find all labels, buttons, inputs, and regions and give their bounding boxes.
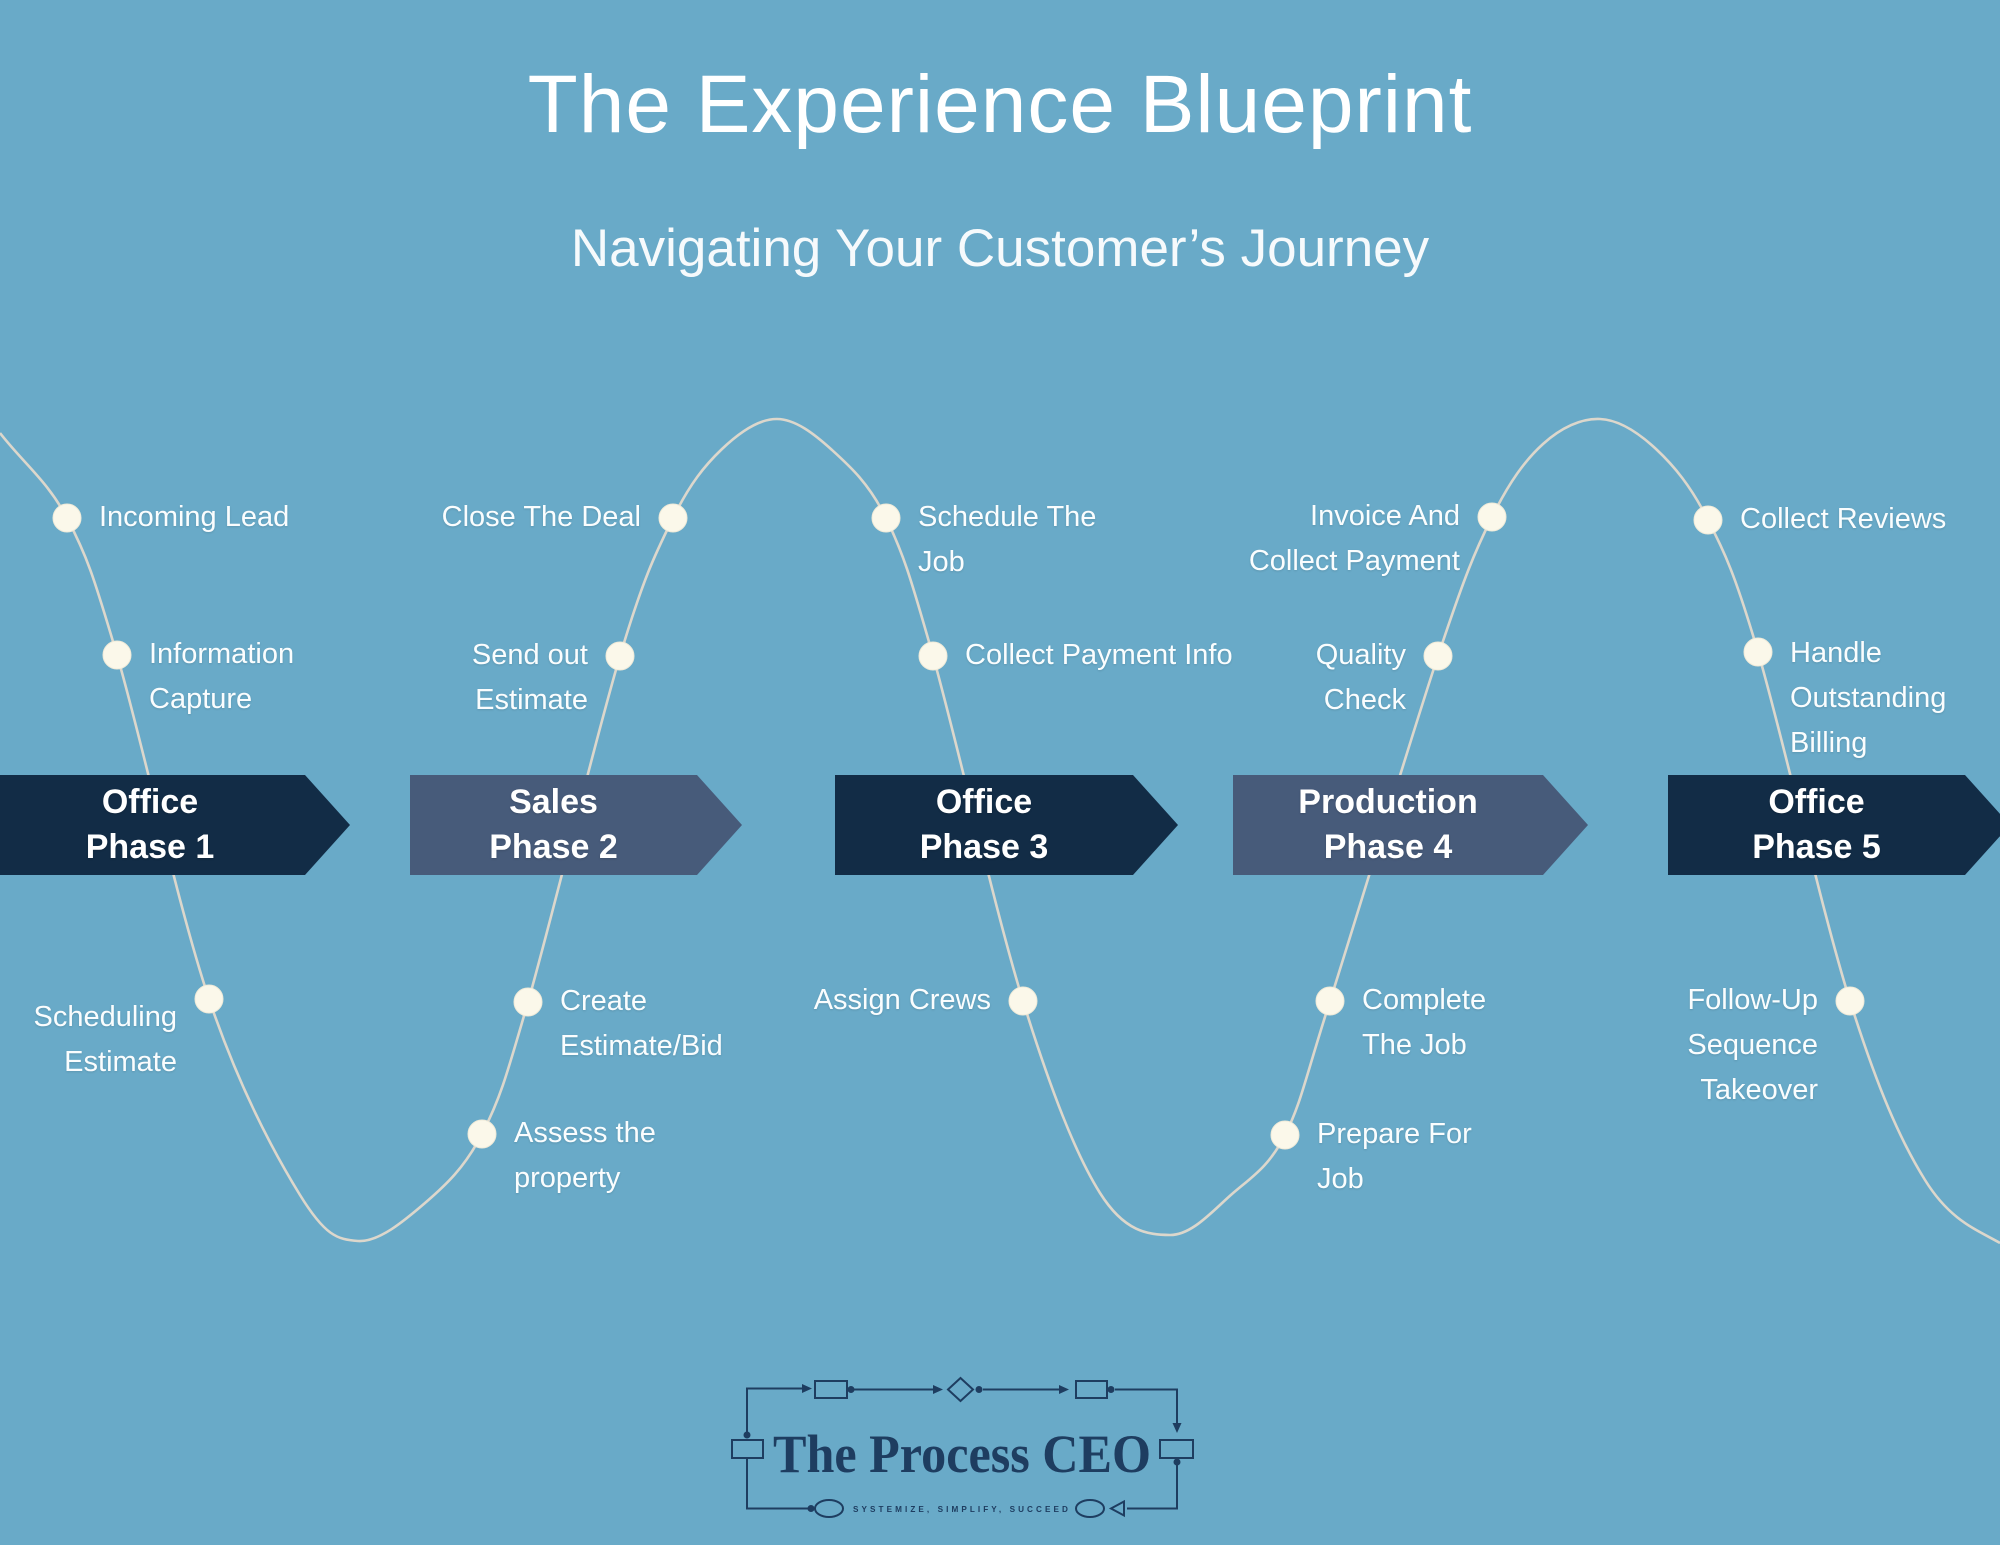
phase-number: Phase 4 [1323,828,1453,866]
step-handle-outstanding-billing: Handle Outstanding Billing [1790,637,1947,759]
journey-dot [1477,502,1507,532]
journey-dot [194,984,224,1014]
journey-dot [871,503,901,533]
journey-dot [1693,505,1723,535]
journey-dot [1835,986,1865,1016]
step-close-the-deal: Close The Deal [441,501,641,533]
logo-tagline: SYSTEMIZE, SIMPLIFY, SUCCEED [853,1504,1071,1514]
logo-wordmark: The Process CEO [773,1424,1151,1484]
journey-dot [605,641,635,671]
phase-number: Phase 3 [919,828,1049,866]
step-collect-reviews: Collect Reviews [1740,503,1947,535]
phase-department: Office [1768,783,1865,821]
journey-dot [1743,637,1773,667]
step-assign-crews: Assign Crews [813,984,991,1016]
step-quality-check: Quality Check [1315,639,1406,716]
step-invoice-and-collect-payment: Invoice And Collect Payment [1248,500,1460,577]
phase-banner-5: Office Phase 5 [1668,775,2000,875]
step-information-capture: Information Capture [149,638,295,715]
page-title: The Experience Blueprint [527,59,1473,150]
phase-department: Office [935,783,1033,821]
phase-number: Phase 1 [85,828,215,866]
journey-dot [1270,1120,1300,1150]
step-prepare-for-job: Prepare For Job [1317,1118,1472,1195]
phase-department: Office [101,783,199,821]
journey-dot [513,987,543,1017]
step-assess-the-property: Assess the property [514,1117,656,1194]
step-scheduling-estimate: Scheduling Estimate [33,1001,178,1078]
step-schedule-the-job: Schedule The Job [918,501,1097,578]
step-collect-payment-info: Collect Payment Info [965,639,1233,671]
phase-banner-3: Office Phase 3 [835,775,1178,875]
logo-flowchart-icon [731,1376,1194,1518]
the-process-ceo-logo: The Process CEO SYSTEMIZE, SIMPLIFY, SUC… [731,1376,1194,1518]
journey-dot [1008,986,1038,1016]
phase-banner-4: Production Phase 4 [1233,775,1588,875]
step-create-estimate-bid: Create Estimate/Bid [560,985,723,1062]
phase-department: Production [1298,783,1478,821]
journey-dot [1315,986,1345,1016]
journey-dot [467,1119,497,1149]
journey-dot [1423,641,1453,671]
journey-dot [918,641,948,671]
journey-dots [52,502,1865,1150]
page-subtitle: Navigating Your Customer’s Journey [570,219,1430,278]
phase-banner-2: Sales Phase 2 [410,775,742,875]
step-complete-the-job: Complete The Job [1362,984,1487,1061]
phase-number: Phase 2 [489,828,618,866]
phase-department: Sales [509,783,598,821]
journey-dot [102,640,132,670]
journey-dot [52,503,82,533]
step-follow-up-sequence-takeover: Follow-Up Sequence Takeover [1687,984,1818,1106]
phase-number: Phase 5 [1752,828,1881,866]
journey-dot [658,503,688,533]
phase-banner-1: Office Phase 1 [0,775,350,875]
step-incoming-lead: Incoming Lead [99,501,290,533]
step-send-out-estimate: Send out Estimate [471,639,588,716]
